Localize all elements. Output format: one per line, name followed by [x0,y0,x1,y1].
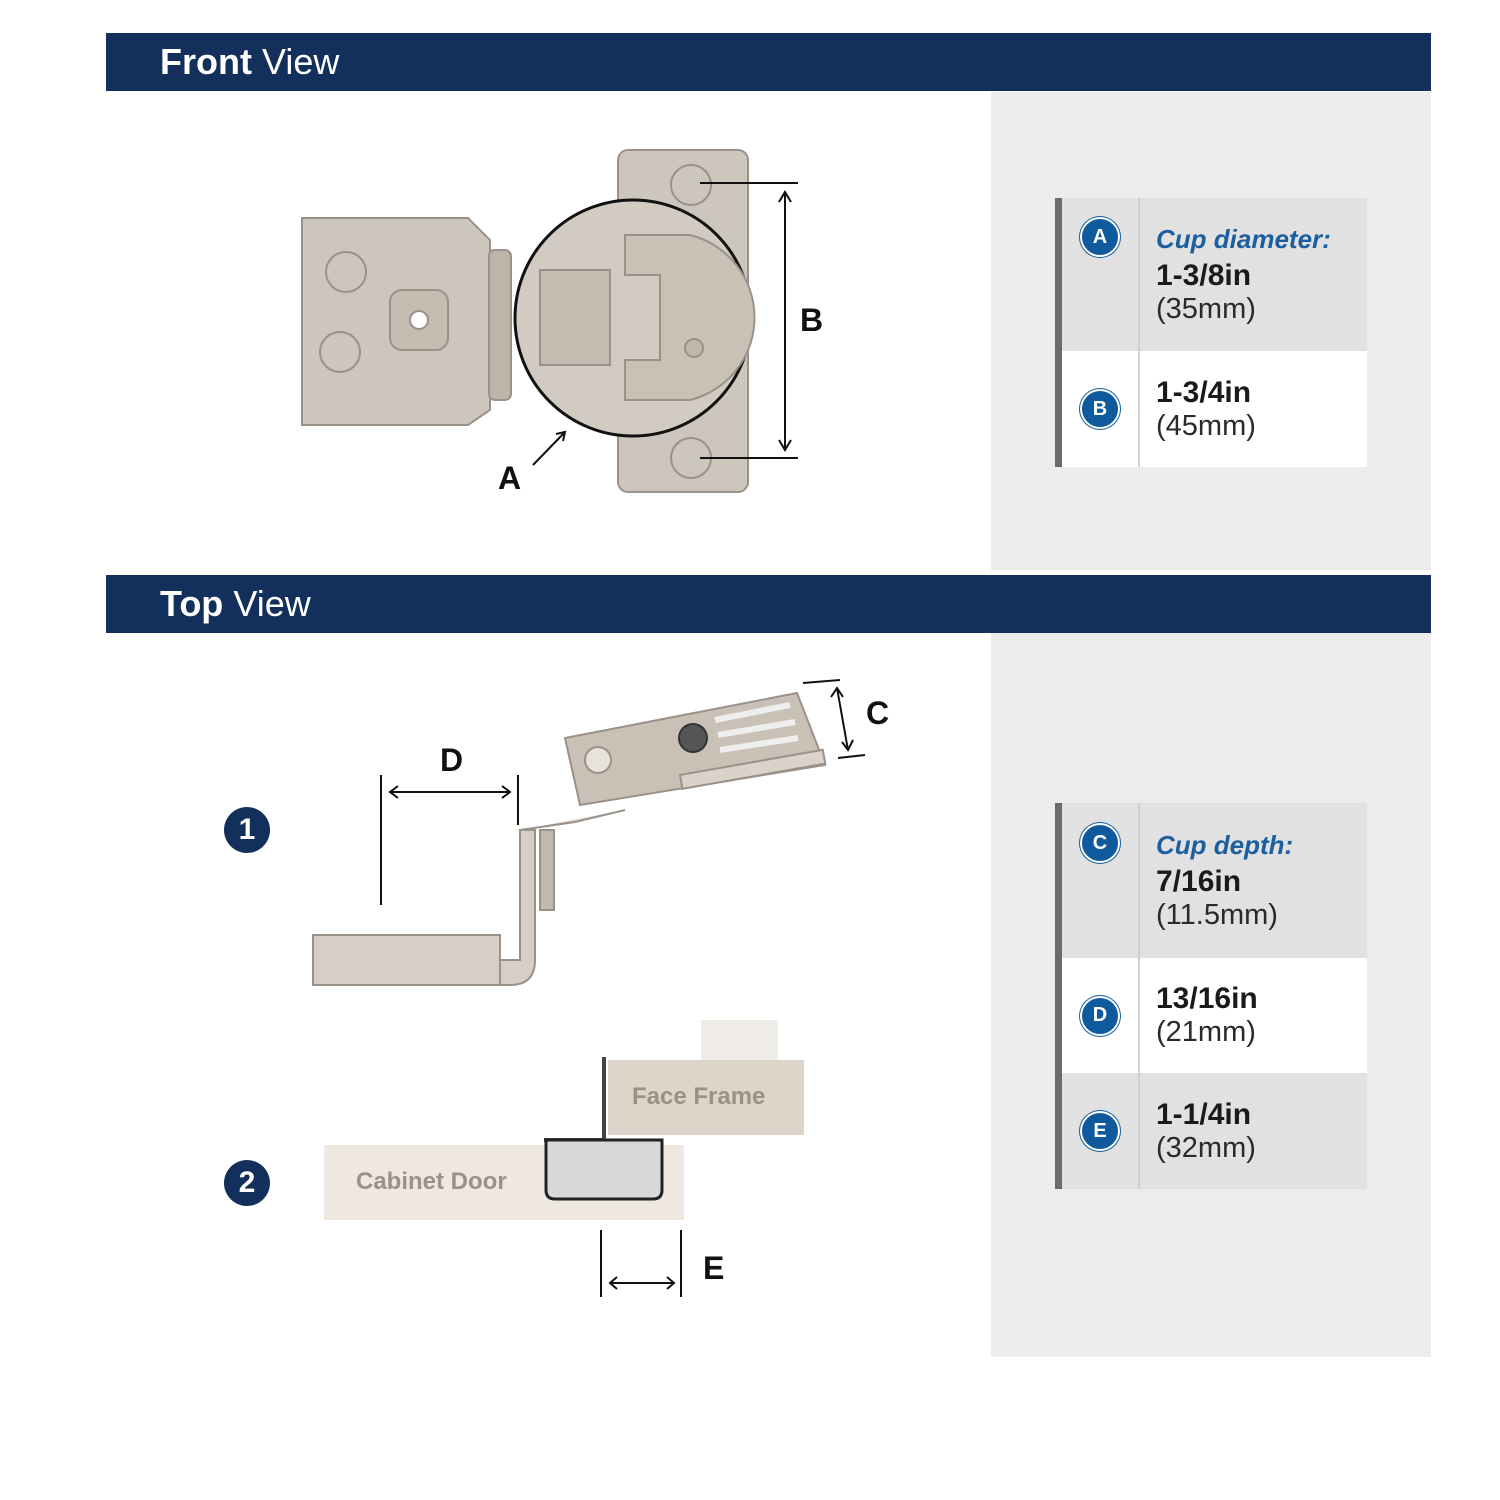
spec-row-a: A Cup diameter: 1-3/8in(35mm) [1062,198,1367,351]
badge-d: D [1080,995,1120,1036]
badge-c: C [1080,823,1120,863]
badge-b: B [1080,389,1120,429]
spec-mm: (32mm) [1156,1131,1256,1164]
spec-row-c: C Cup depth: 7/16in(11.5mm) [1062,803,1367,958]
table-accent-bar [1055,198,1062,467]
header-bold: Front [160,41,252,82]
top-spec-table: C Cup depth: 7/16in(11.5mm) D 13/16in(21m… [1055,803,1367,1189]
spec-label: Cup depth: [1156,829,1294,860]
label-d: D [440,742,464,778]
badge-a: A [1080,217,1120,257]
top-view-header: Top View [106,575,1431,633]
front-view-header: Front View [106,33,1431,91]
label-e: E [703,1250,725,1286]
header-bold: Top [160,583,224,624]
header-rest: View [233,583,311,624]
spec-mm: (45mm) [1156,409,1256,442]
spec-inches: 1-1/4in [1156,1097,1252,1131]
label-a: A [498,460,522,496]
spec-row-d: D 13/16in(21mm) [1062,958,1367,1073]
front-spec-table: A Cup diameter: 1-3/8in(35mm) B 1-3/4in(4… [1055,198,1367,467]
spec-inches: 1-3/8in [1156,258,1252,292]
spec-row-b: B 1-3/4in(45mm) [1062,351,1367,467]
spec-mm: (21mm) [1156,1016,1256,1048]
label-c: C [866,695,890,731]
step-1-badge: 1 [224,807,270,853]
spec-label: Cup diameter: [1156,223,1331,254]
badge-e: E [1080,1111,1120,1151]
spec-row-e: E 1-1/4in(32mm) [1062,1073,1367,1189]
spec-mm: (35mm) [1156,292,1256,325]
face-frame-label: Face Frame [632,1083,766,1110]
spec-inches: 1-3/4in [1156,375,1252,409]
dimension-lines-top [380,679,866,1297]
spec-inches: 13/16in [1156,982,1258,1015]
top-hinge-image [312,691,827,986]
label-b: B [800,302,824,338]
front-hinge-image [301,149,756,493]
step-2-badge: 2 [224,1160,270,1206]
spec-mm: (11.5mm) [1156,898,1278,931]
header-rest: View [261,41,340,82]
spec-inches: 7/16in [1156,864,1242,898]
cabinet-door-label: Cabinet Door [356,1168,507,1195]
installation-diagram [324,1020,804,1220]
table-accent-bar [1055,803,1062,1189]
dimension-lines-front [532,182,798,466]
